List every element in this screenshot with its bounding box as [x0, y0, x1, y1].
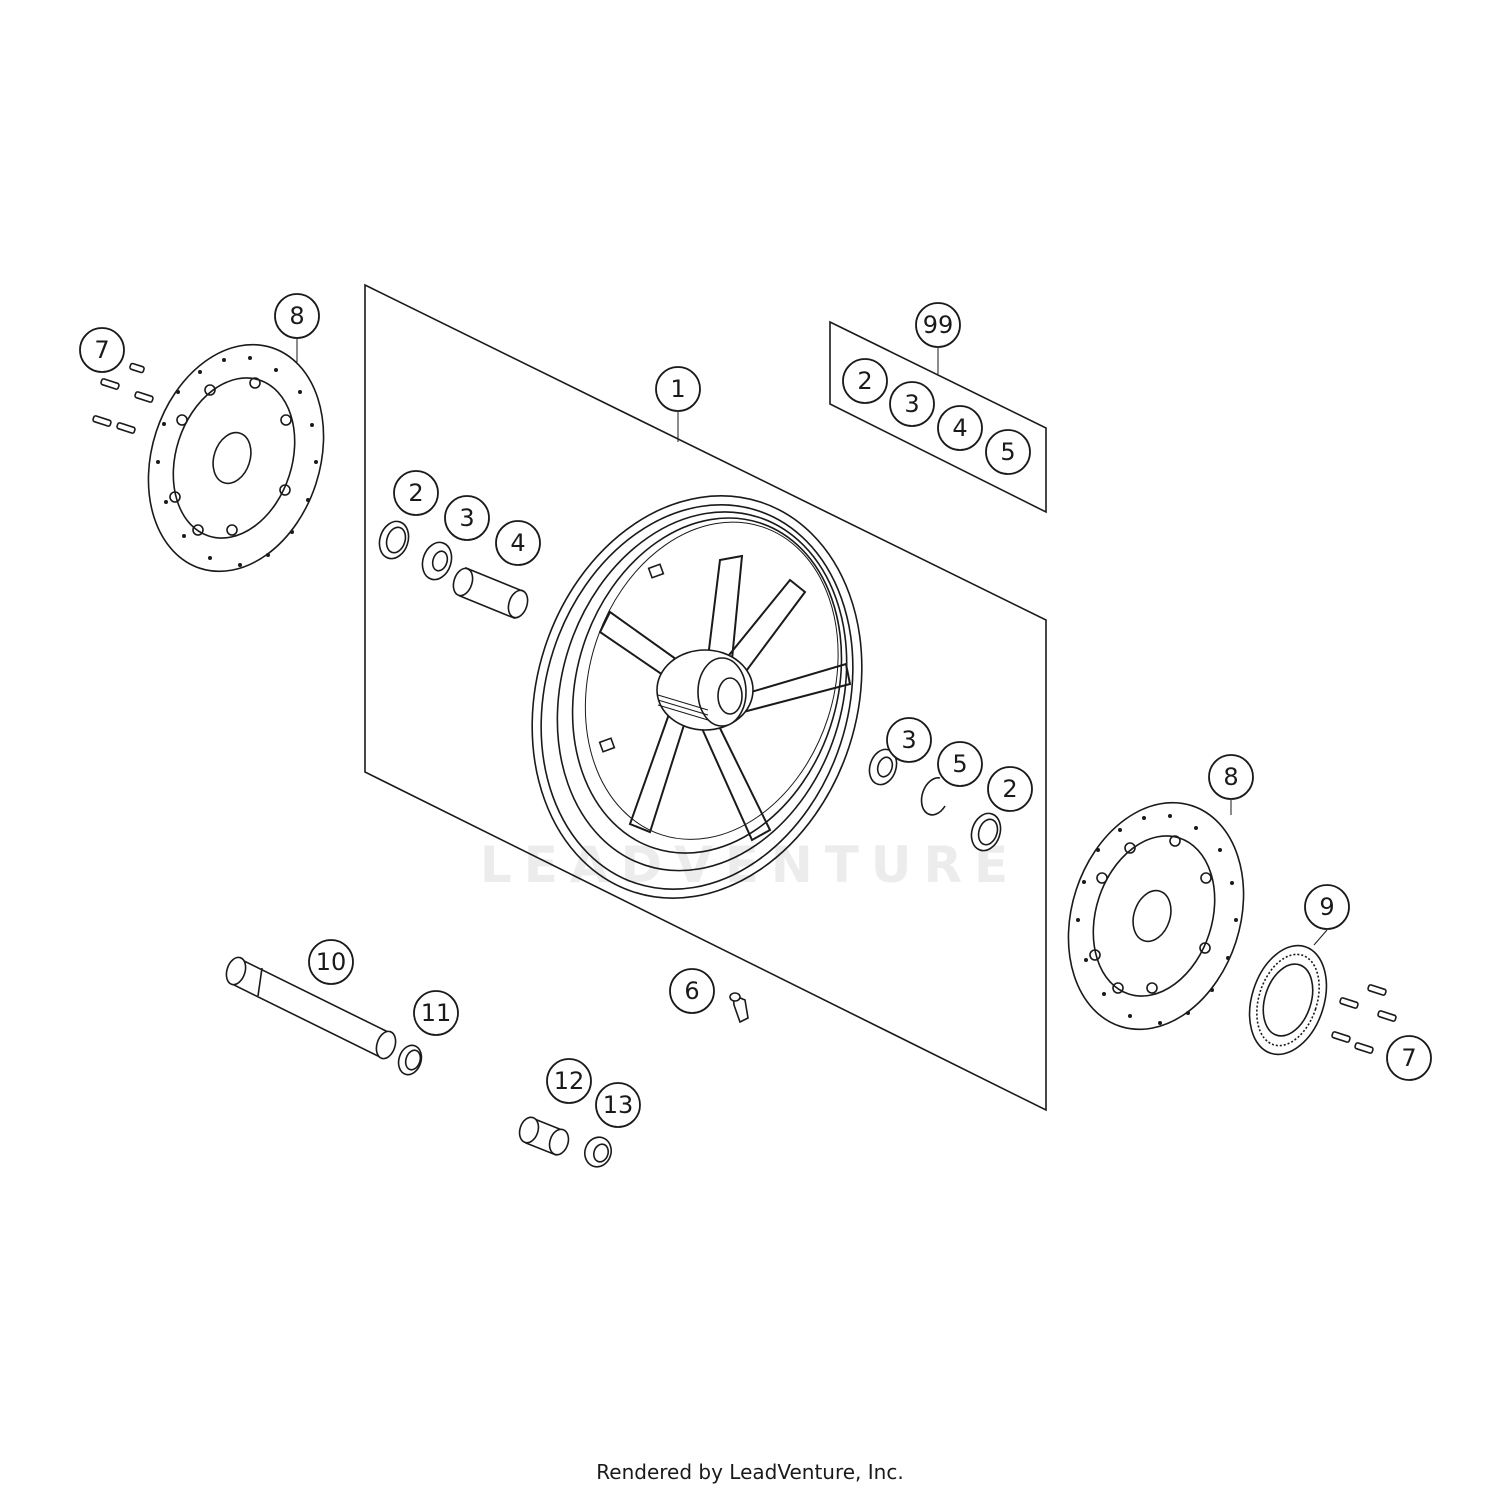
callout-4-kit[interactable]: 4: [937, 405, 983, 451]
protection-cap: [583, 1136, 613, 1168]
footer-credit: Rendered by LeadVenture, Inc.: [596, 1460, 904, 1484]
spacer-bushing: [518, 1116, 570, 1156]
svg-text:5: 5: [1000, 438, 1015, 466]
svg-text:13: 13: [603, 1091, 634, 1119]
callout-9[interactable]: 9: [1304, 884, 1350, 930]
callout-2-kit[interactable]: 2: [842, 358, 888, 404]
spindle-collar: [397, 1044, 423, 1076]
seal-ring-left: [378, 520, 410, 560]
svg-text:3: 3: [901, 726, 916, 754]
svg-text:11: 11: [421, 999, 452, 1027]
svg-text:4: 4: [952, 414, 967, 442]
callout-13[interactable]: 13: [595, 1082, 641, 1128]
callout-10[interactable]: 10: [308, 939, 354, 985]
svg-text:99: 99: [923, 311, 954, 339]
callout-2-right[interactable]: 2: [987, 766, 1033, 812]
svg-text:4: 4: [510, 529, 525, 557]
bolt-set-right: [1331, 984, 1397, 1054]
svg-text:12: 12: [554, 1067, 585, 1095]
svg-text:7: 7: [1401, 1044, 1416, 1072]
circlip: [920, 777, 946, 816]
callout-3-right[interactable]: 3: [886, 717, 932, 763]
abs-sensor-ring: [1248, 944, 1328, 1056]
callout-7-right[interactable]: 7: [1386, 1035, 1432, 1081]
callout-1[interactable]: 1: [655, 366, 701, 412]
callout-5-kit[interactable]: 5: [985, 429, 1031, 475]
svg-text:7: 7: [94, 336, 109, 364]
svg-text:3: 3: [904, 390, 919, 418]
callout-11[interactable]: 11: [413, 990, 459, 1036]
watermark-text: LEADVENTURE: [480, 836, 1020, 894]
valve-stem: [729, 992, 749, 1024]
svg-text:1: 1: [670, 375, 685, 403]
svg-text:8: 8: [1223, 763, 1238, 791]
front-wheel: [531, 495, 863, 899]
callout-5-right[interactable]: 5: [937, 741, 983, 787]
callout-3-left[interactable]: 3: [444, 495, 490, 541]
wheel-assembly-frame: [364, 283, 1047, 1112]
callout-3-kit[interactable]: 3: [889, 381, 935, 427]
callout-7-left[interactable]: 7: [79, 327, 125, 373]
callout-6[interactable]: 6: [669, 968, 715, 1014]
callout-4-left[interactable]: 4: [495, 520, 541, 566]
svg-text:8: 8: [289, 302, 304, 330]
callout-8-left[interactable]: 8: [274, 293, 320, 339]
brake-disc-left: [147, 343, 325, 573]
svg-text:9: 9: [1319, 893, 1334, 921]
brake-disc-right: [1067, 801, 1245, 1031]
spacer-sleeve: [452, 566, 529, 619]
leader-lines: [296, 338, 1328, 946]
bolt-set-left: [92, 362, 154, 434]
svg-text:5: 5: [952, 750, 967, 778]
svg-text:6: 6: [684, 977, 699, 1005]
svg-text:2: 2: [857, 367, 872, 395]
callout-12[interactable]: 12: [546, 1058, 592, 1104]
svg-text:2: 2: [1002, 775, 1017, 803]
svg-text:3: 3: [459, 504, 474, 532]
kit-frame: [829, 320, 1047, 514]
callout-2-left[interactable]: 2: [393, 470, 439, 516]
svg-text:2: 2: [408, 479, 423, 507]
callout-99[interactable]: 99: [915, 302, 961, 348]
svg-text:10: 10: [316, 948, 347, 976]
bearing-left: [421, 541, 453, 581]
callout-8-right[interactable]: 8: [1208, 754, 1254, 800]
seal-ring-right: [970, 812, 1002, 852]
wheel-spindle: [225, 956, 397, 1060]
